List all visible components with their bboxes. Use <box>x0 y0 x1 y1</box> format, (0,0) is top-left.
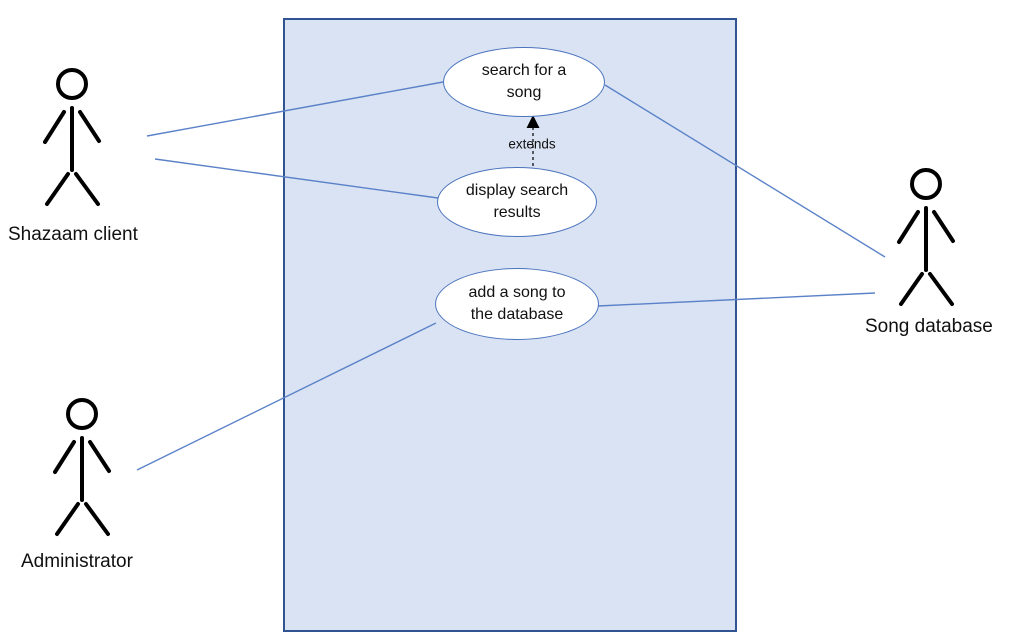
use-case-label-line: display search <box>465 182 569 199</box>
extends-label: extends <box>508 136 556 152</box>
use-case-label-line: search for a <box>481 62 567 79</box>
use-case-add-a-song-to-the-database: add a song to the database <box>435 268 599 340</box>
connector-search-to-song-database <box>604 84 886 258</box>
connector-add-song-to-song-database <box>597 292 876 307</box>
actor-figure-administrator <box>53 398 111 536</box>
actor-figure-song-database <box>897 168 955 306</box>
use-case-label-line: results <box>493 204 541 221</box>
use-case-search-for-a-song: search for a song <box>443 47 605 117</box>
use-case-label-line: add a song to <box>468 284 566 301</box>
actor-label-administrator: Administrator <box>21 551 133 572</box>
actor-label-song-database: Song database <box>865 316 993 337</box>
use-case-label-line: the database <box>470 306 564 323</box>
use-case-label-line: song <box>506 84 542 101</box>
connector-administrator-to-add-song <box>136 322 437 471</box>
extends-dashed-arrow <box>526 115 540 166</box>
connector-shazaam-client-to-display-results <box>154 158 439 199</box>
extends-arrowhead-icon <box>526 115 540 128</box>
actor-figure-shazaam-client <box>43 68 101 206</box>
actor-label-shazaam-client: Shazaam client <box>8 224 138 245</box>
use-case-display-search-results: display search results <box>437 167 597 237</box>
connector-shazaam-client-to-search <box>146 81 444 137</box>
connector-lines <box>136 81 886 471</box>
